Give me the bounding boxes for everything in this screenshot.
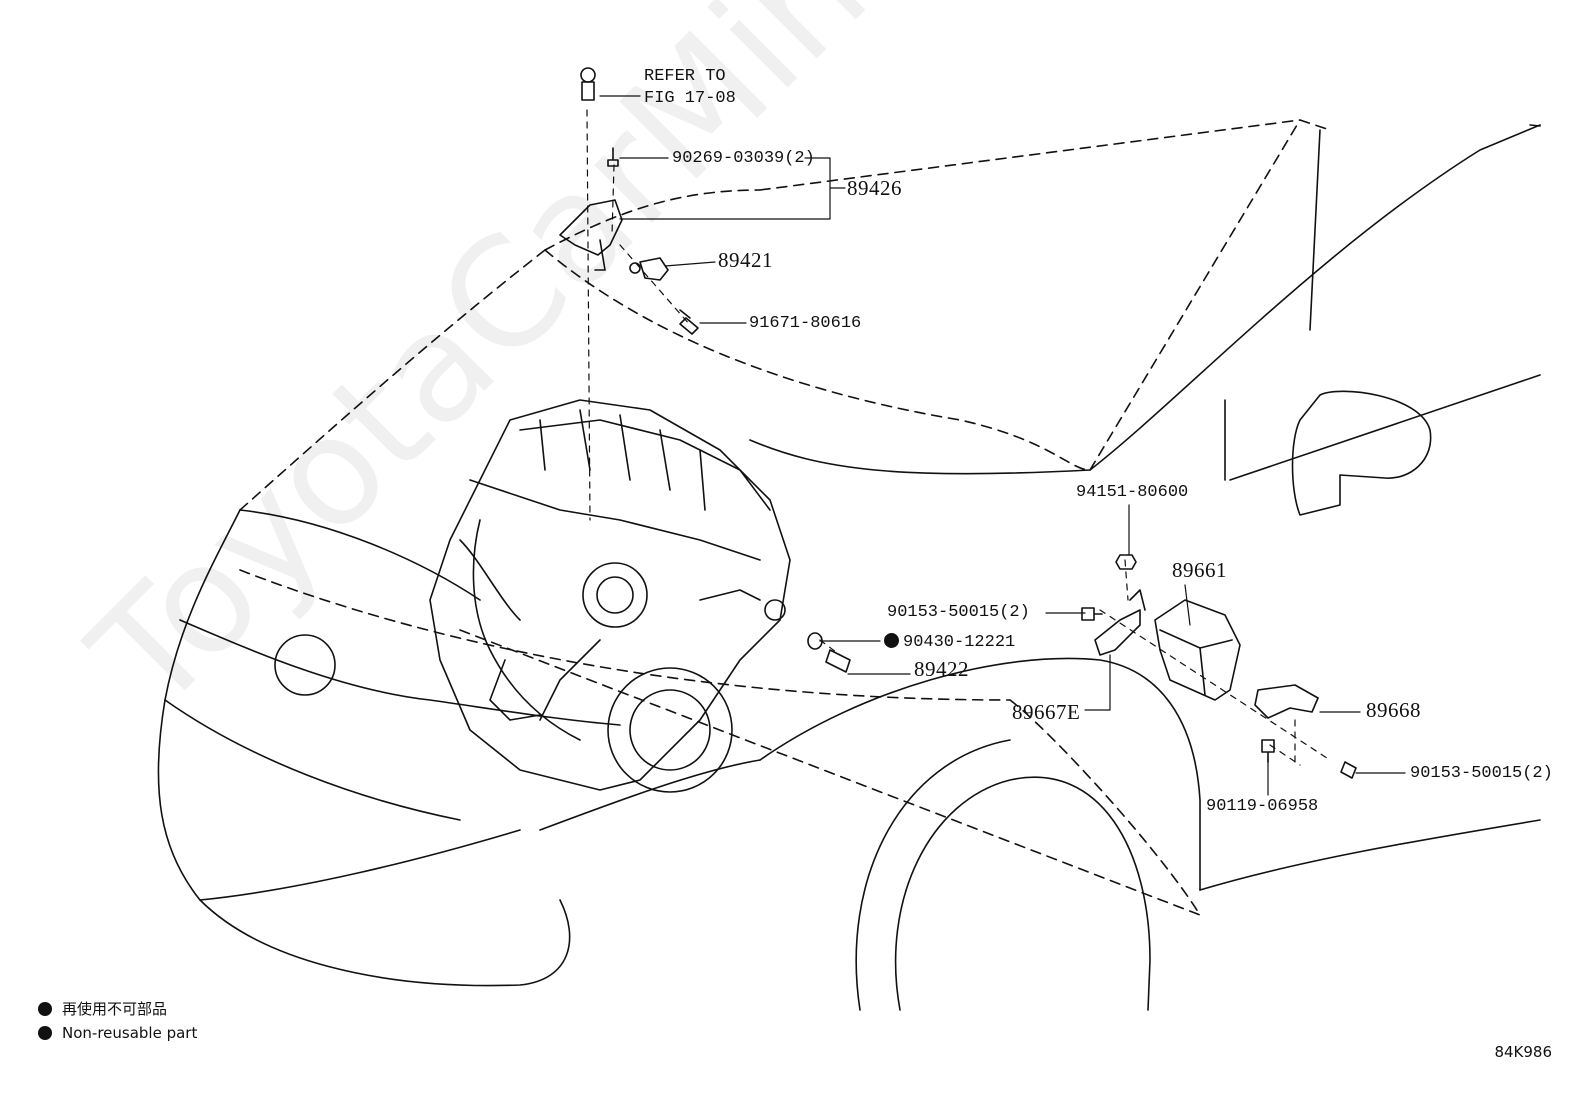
part-label-89421[interactable]: 89421 xyxy=(718,248,773,272)
non-reusable-dot-icon xyxy=(38,1026,52,1040)
part-label-94151[interactable]: 94151-80600 xyxy=(1076,483,1189,502)
part-label-90269[interactable]: 90269-03039(2) xyxy=(672,149,815,168)
part-label-90153-a[interactable]: 90153-50015(2) xyxy=(887,603,1030,622)
car-body-outline xyxy=(157,124,1541,1011)
hood-outline xyxy=(239,119,1331,916)
part-label-89426[interactable]: 89426 xyxy=(847,176,902,200)
figure-id: 84K986 xyxy=(1494,1043,1552,1061)
part-label-90430[interactable]: 90430-12221 xyxy=(884,633,1015,651)
legend-jp: 再使用不可部品 xyxy=(38,998,167,1019)
part-label-89422[interactable]: 89422 xyxy=(914,657,969,681)
small-parts xyxy=(559,67,1357,779)
non-reusable-dot-icon xyxy=(38,1002,52,1016)
engine-assembly-drawing xyxy=(429,399,791,793)
part-label-91671[interactable]: 91671-80616 xyxy=(749,314,862,333)
legend-jp-text: 再使用不可部品 xyxy=(62,1000,168,1018)
callout-lines xyxy=(599,95,1406,796)
refer-to-label: REFER TO xyxy=(644,67,726,86)
part-label-90153-b[interactable]: 90153-50015(2) xyxy=(1410,764,1553,783)
legend-en: Non-reusable part xyxy=(38,1024,197,1042)
part-number-90430: 90430-12221 xyxy=(903,633,1016,652)
part-label-89667E[interactable]: 89667E xyxy=(1012,700,1081,724)
part-label-89661[interactable]: 89661 xyxy=(1172,558,1227,582)
part-label-90119[interactable]: 90119-06958 xyxy=(1206,797,1319,816)
legend-en-text: Non-reusable part xyxy=(62,1024,198,1042)
leader-lines xyxy=(586,109,1331,766)
refer-fig-label: FIG 17-08 xyxy=(644,89,736,108)
non-reusable-marker-icon xyxy=(884,633,899,648)
part-label-89668[interactable]: 89668 xyxy=(1366,698,1421,722)
